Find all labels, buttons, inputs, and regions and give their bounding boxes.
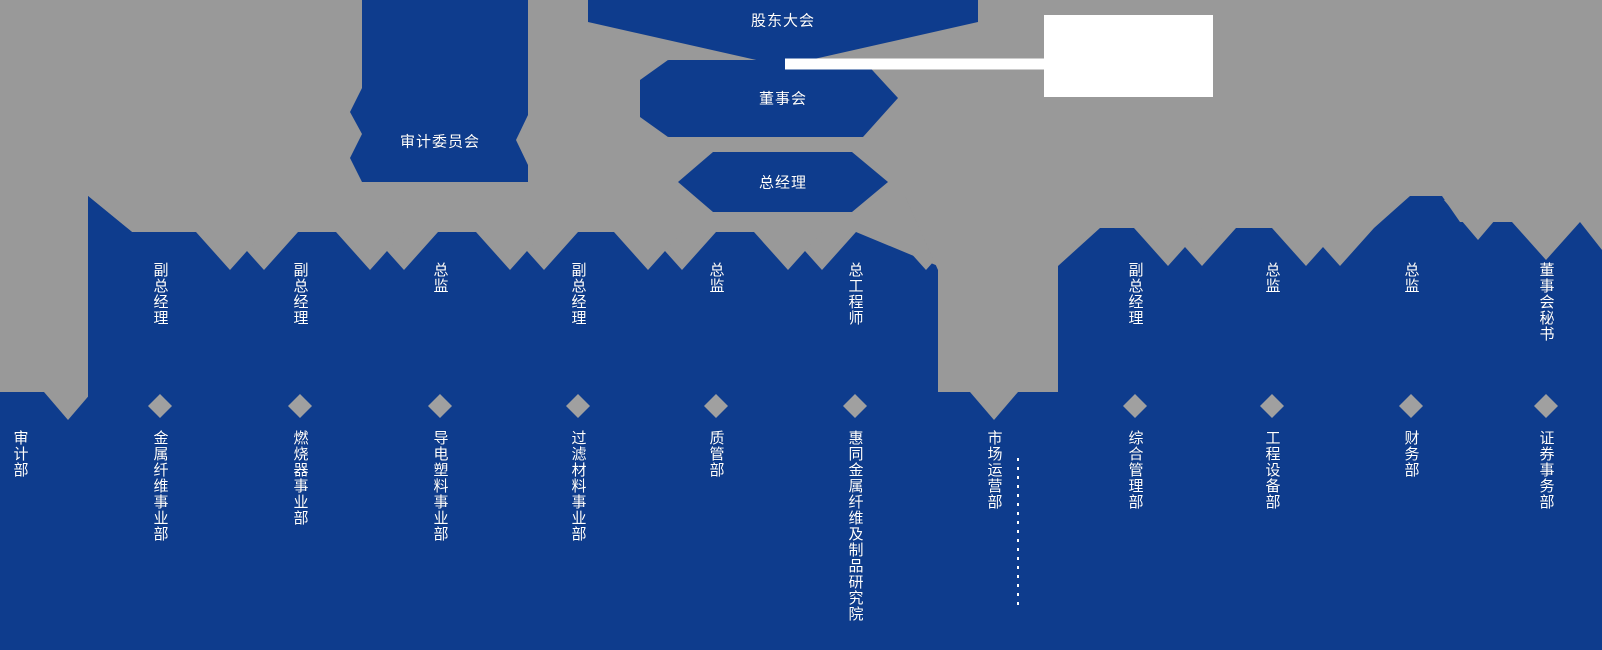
shape-board-left-wing (640, 60, 705, 137)
role-label-col-3: 总监 (431, 262, 449, 294)
notch-4 (614, 232, 682, 270)
callout-overlay-box[interactable] (1044, 15, 1213, 97)
notch-8 (1272, 228, 1340, 266)
diamond-marker (1534, 394, 1558, 418)
shape-board-of-directors[interactable] (668, 60, 898, 137)
role-label-col-7: 副总经理 (1126, 262, 1144, 326)
dept-label-col-3[interactable]: 导电塑料事业部 (431, 430, 449, 542)
role-label-col-2: 副总经理 (291, 262, 309, 326)
dept-label-col-9[interactable]: 财务部 (1402, 430, 1420, 478)
diamond-marker (428, 394, 452, 418)
dept-label-col-1[interactable]: 金属纤维事业部 (151, 430, 169, 542)
notch-1 (196, 232, 264, 270)
dept-label-col-5[interactable]: 质管部 (707, 430, 725, 478)
shape-audit-dept-base (0, 392, 1602, 650)
dept-label-col-7[interactable]: 综合管理部 (1126, 430, 1144, 510)
role-label-col-9: 总监 (1402, 262, 1420, 294)
shape-shareholders-meeting-body (588, 0, 978, 66)
diamond-marker (148, 394, 172, 418)
diamond-marker (566, 394, 590, 418)
diamond-markers (148, 394, 1558, 418)
gap-market-lane-top (905, 196, 1064, 270)
role-label-col-1: 副总经理 (151, 262, 169, 326)
diamond-marker (1123, 394, 1147, 418)
role-label-col-4: 副总经理 (569, 262, 587, 326)
shape-level2-band-right (1058, 196, 1602, 404)
diamond-marker (704, 394, 728, 418)
diamond-marker (1260, 394, 1284, 418)
role-label-col-8: 总监 (1263, 262, 1281, 294)
dept-label-col-8[interactable]: 工程设备部 (1263, 430, 1281, 510)
diamond-marker (1399, 394, 1423, 418)
label-shareholders-meeting: 股东大会 (750, 12, 816, 30)
notch-2 (336, 232, 404, 270)
label-market-operation-department: 市场运营部 (985, 430, 1003, 510)
diamond-marker (843, 394, 867, 418)
notch-3 (476, 232, 544, 270)
dept-label-col-4[interactable]: 过滤材料事业部 (569, 430, 587, 542)
dept-label-col-6[interactable]: 惠同金属纤维及制品研究院 (846, 430, 864, 622)
role-label-col-6: 总工程师 (846, 262, 864, 326)
role-label-col-10: 董事会秘书 (1537, 262, 1555, 342)
gap-market-lane (938, 266, 1058, 420)
diamond-marker (288, 394, 312, 418)
notch-10 (1580, 222, 1602, 250)
label-general-manager: 总经理 (758, 174, 808, 192)
shape-audit-committee[interactable] (350, 0, 528, 182)
dept-label-col-2[interactable]: 燃烧器事业部 (291, 430, 309, 526)
label-audit-department: 审计部 (11, 430, 29, 478)
label-board-of-directors: 董事会 (758, 90, 808, 108)
notch-9 (1444, 200, 1512, 240)
dept-label-col-10[interactable]: 证券事务部 (1537, 430, 1555, 510)
shape-level2-band-left (88, 196, 938, 404)
role-label-col-5: 总监 (707, 262, 725, 294)
label-audit-committee: 审计委员会 (399, 133, 481, 151)
notch-7 (1134, 228, 1202, 266)
shape-general-manager[interactable] (678, 152, 888, 212)
notch-5 (754, 232, 822, 270)
